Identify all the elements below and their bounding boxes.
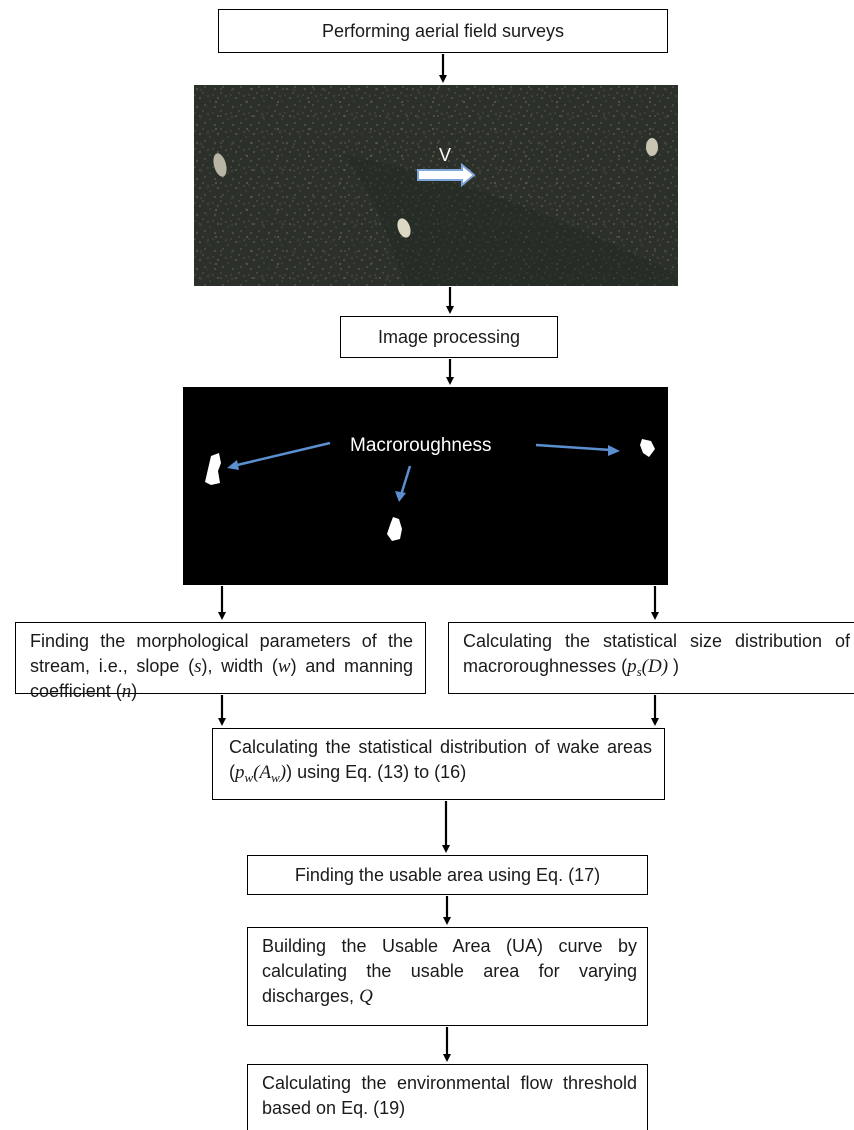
symbol-manning: n [121,681,132,702]
morph-text-4: ) [131,681,138,701]
step-aerial-survey-label: Performing aerial field surveys [321,20,565,41]
step-usable-area: Finding the usable area using Eq. (17) [247,855,648,895]
morph-text-2: ), width ( [201,656,278,676]
binary-image-graphic: Macroroughness [205,435,655,541]
flow-direction-arrow [417,162,476,188]
step-environmental-flow: Calculating the environmental flow thres… [247,1064,648,1130]
step-wake-distribution: Calculating the statistical distribution… [212,728,665,800]
size-dist-text-1: Calculating the statistical size distrib… [463,631,850,676]
step-environmental-flow-label: Calculating the environmental flow thres… [262,1073,637,1118]
macroroughness-blob-2 [387,517,402,541]
aerial-photo: V [194,85,678,286]
boulder-1 [213,153,227,177]
step-image-processing: Image processing [340,316,558,358]
macroroughness-blob-3 [640,439,655,457]
boulder-2 [397,218,411,238]
macroroughness-blob-1 [205,453,221,485]
macroroughness-label: Macroroughness [350,435,492,456]
wake-text-1: Calculating the statistical distribution… [229,737,652,782]
symbol-slope: s [194,656,202,677]
step-ua-curve: Building the Usable Area (UA) curve by c… [247,927,648,1026]
wake-text-2: ) using Eq. (13) to (16) [286,762,467,782]
symbol-width: w [277,656,291,677]
step-morphological-parameters: Finding the morphological parameters of … [15,622,426,702]
flow-velocity-label: V [439,145,451,165]
boulder-3 [646,138,658,156]
annotation-arrow-left [232,441,331,468]
size-dist-text-2: ) [668,656,680,676]
step-usable-area-label: Finding the usable area using Eq. (17) [294,864,601,885]
annotation-arrow-right [535,443,612,452]
size-dist-pdf: ps(D) [627,656,669,679]
wake-pdf: pw(Aw) [235,762,287,785]
aerial-photo-graphic: V [194,85,678,286]
step-size-distribution: Calculating the statistical size distrib… [448,622,854,694]
annotation-arrow-middle [399,465,412,496]
step-image-processing-label: Image processing [377,326,521,347]
binary-image: Macroroughness [183,387,668,585]
ua-curve-text: Building the Usable Area (UA) curve by c… [262,936,637,1006]
morph-text-1: Finding the morphological parameters of … [30,631,413,676]
symbol-discharge: Q [359,986,373,1007]
morph-text-3: ) and manning coefficient ( [30,656,413,701]
step-aerial-survey: Performing aerial field surveys [218,9,668,53]
